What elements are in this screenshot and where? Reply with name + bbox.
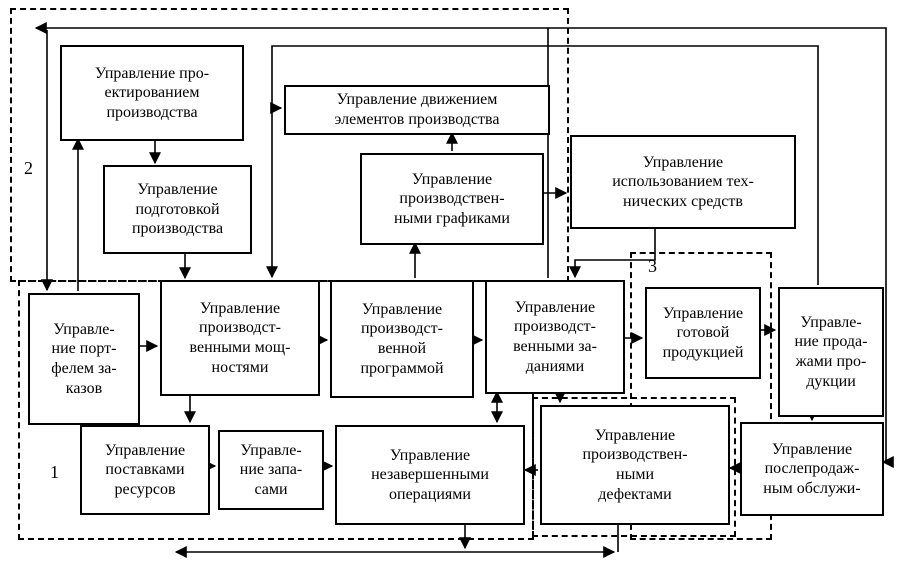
box-sales-management: Управле- ние прода- жами про- дукции [778, 287, 884, 417]
box-preparation-management: Управление подготовкой производства [103, 165, 252, 254]
box-capacities-management: Управление производст- венными мощ- ност… [160, 280, 320, 396]
region-3-label: 3 [648, 256, 657, 276]
box-portfolio-management: Управле- ние порт- фелем за- казов [28, 293, 140, 425]
box-wip-management: Управление незавершенными операциями [335, 425, 525, 525]
box-aftersales-management: Управление послепродаж- ным обслужи- [740, 422, 884, 516]
box-movement-management: Управление движением элементов производс… [284, 85, 550, 135]
box-program-management: Управление производст- венной программой [330, 280, 474, 398]
box-tasks-management: Управление производст- венными за- дания… [485, 280, 625, 394]
region-1-label: 1 [50, 462, 59, 482]
box-supply-management: Управление поставками ресурсов [80, 425, 210, 515]
box-defects-management: Управление производствен- ными дефектами [540, 405, 730, 525]
box-finished-goods-management: Управление готовой продукцией [645, 287, 761, 379]
box-schedules-management: Управление производствен- ными графиками [360, 153, 544, 245]
box-design-management: Управление про- ектированием производств… [60, 45, 244, 141]
box-inventory-management: Управле- ние запа- сами [218, 430, 324, 510]
region-2-label: 2 [24, 158, 33, 178]
box-technical-management: Управление использованием тех- нических … [570, 135, 796, 229]
